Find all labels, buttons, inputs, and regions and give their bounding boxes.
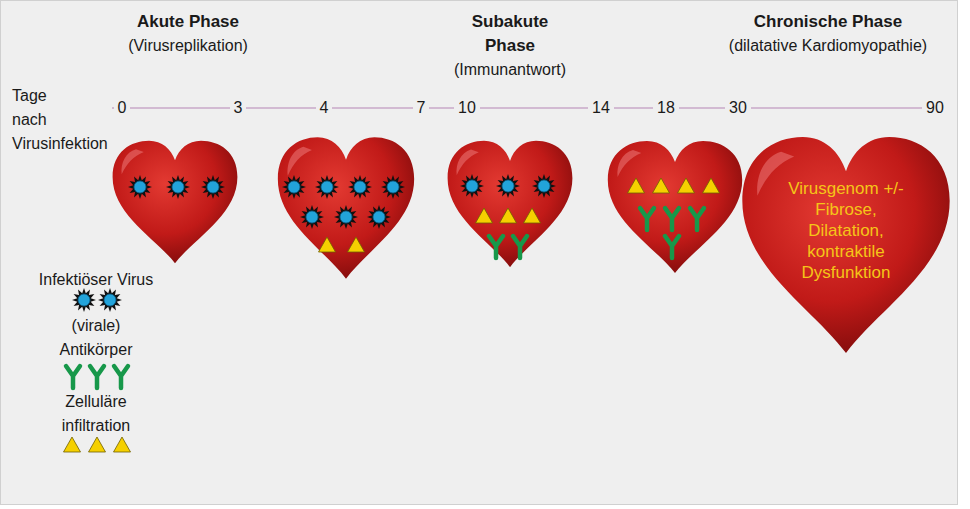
heart: [113, 141, 238, 263]
legend-text: Infektiöser Virus: [39, 268, 153, 292]
day-number: 90: [922, 97, 948, 119]
day-number: 7: [413, 97, 430, 119]
day-number: 0: [114, 97, 131, 119]
heart-text: Virusgenom +/- Fibrose, Dilatation, kont…: [778, 178, 914, 283]
phase-heading: Akute Phase: [137, 10, 239, 34]
virus-symbols: [72, 174, 556, 312]
phase-heading: Subakute Phase: [463, 10, 558, 58]
day-number: 14: [588, 97, 614, 119]
axis-title: Tage nach Virusinfektion: [12, 84, 67, 156]
phase-heading: Chronische Phase: [754, 10, 902, 34]
day-number: 18: [653, 97, 679, 119]
heart: [608, 141, 742, 273]
heart-node: Virusgenom +/- Fibrose, Dilatation, kont…: [738, 132, 954, 358]
heart: [278, 137, 414, 279]
phase-subtitle: (dilatative Kardiomyopathie): [729, 34, 927, 58]
phase-subtitle: (Immunantwort): [454, 58, 566, 82]
antibody-symbols: [66, 208, 704, 388]
legend-text: (virale) Antikörper: [50, 314, 142, 362]
phase-subtitle: (Virusreplikation): [128, 34, 248, 58]
day-number: 3: [230, 97, 247, 119]
infiltration-symbols: [64, 178, 720, 452]
day-number: 10: [454, 97, 480, 119]
day-number: 4: [316, 97, 333, 119]
day-number: 30: [725, 97, 751, 119]
legend-text: Zelluläre infiltration: [50, 390, 142, 438]
heart: [448, 141, 573, 267]
